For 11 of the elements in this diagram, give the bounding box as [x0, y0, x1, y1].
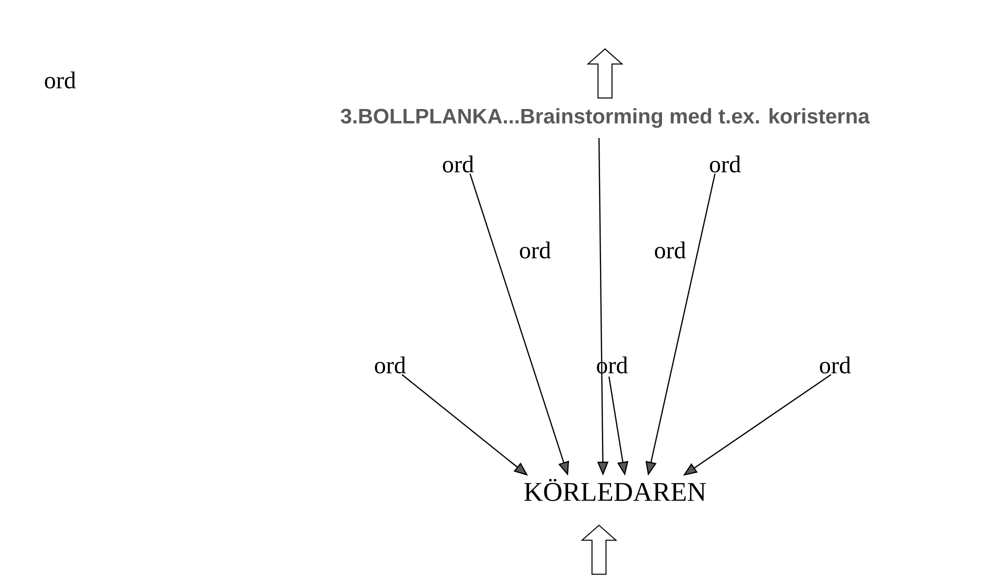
word-label: ord	[374, 356, 406, 374]
word-label: ord	[520, 242, 551, 258]
word-label: ord	[44, 72, 76, 88]
block-arrow	[580, 524, 618, 575]
block-arrow	[586, 48, 624, 98]
word-label: ord	[654, 242, 686, 258]
word-label: ord	[820, 356, 851, 374]
word-label: ord	[710, 156, 741, 172]
conductor-label: KÖRLEDAREN	[524, 478, 706, 502]
word-label: ord	[442, 156, 474, 172]
heading-text: 3.BOLLPLANKA...Brainstorming med t.ex. koristerna	[340, 108, 870, 128]
